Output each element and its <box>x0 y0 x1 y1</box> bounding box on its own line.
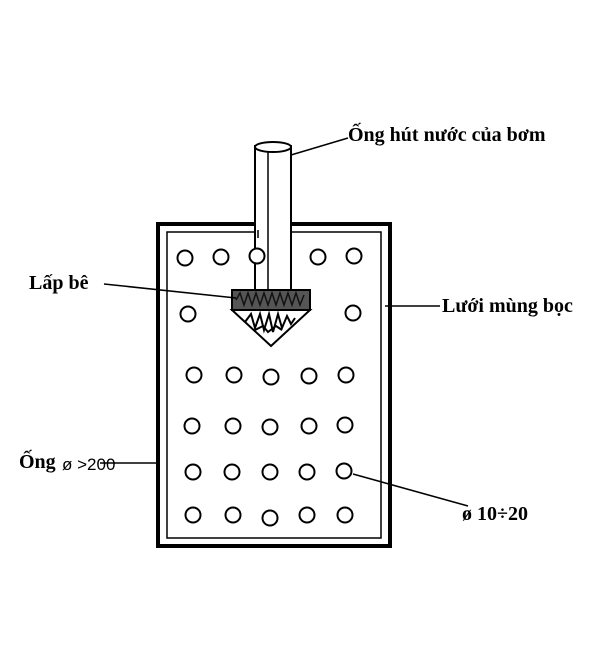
label-mesh: Lưới mùng bọc <box>442 295 573 317</box>
hole <box>300 367 318 385</box>
hole <box>176 249 194 267</box>
label-cap: Lấp bê <box>29 272 89 294</box>
hole <box>300 417 318 435</box>
leader-hole <box>352 473 469 507</box>
label-suction-pipe: Ống hút nước của bơm <box>348 124 546 146</box>
hole <box>224 506 242 524</box>
suction-pipe <box>254 141 292 293</box>
leader-cap <box>103 283 237 299</box>
hole <box>336 506 354 524</box>
hole <box>185 366 203 384</box>
hole <box>225 366 243 384</box>
hole <box>344 304 362 322</box>
hole <box>179 305 197 323</box>
hole <box>184 463 202 481</box>
hole <box>248 247 266 265</box>
label-pipe-diameter: ø >200 <box>62 455 116 474</box>
hole <box>223 463 241 481</box>
hole <box>309 248 327 266</box>
hole <box>261 463 279 481</box>
cap <box>229 289 313 348</box>
hole <box>212 248 230 266</box>
hole <box>298 506 316 524</box>
hole <box>224 417 242 435</box>
label-pipe: Ống <box>19 451 56 473</box>
hole <box>345 247 363 265</box>
hole <box>262 368 280 386</box>
perforation-holes <box>176 247 363 527</box>
hole <box>183 417 201 435</box>
hole <box>261 509 279 527</box>
hole <box>336 416 354 434</box>
hole <box>335 462 353 480</box>
hole <box>337 366 355 384</box>
hole <box>261 418 279 436</box>
leader-suction-pipe <box>290 137 349 156</box>
hole <box>184 506 202 524</box>
label-hole-diameter: ø 10÷20 <box>462 503 528 525</box>
hole <box>298 463 316 481</box>
